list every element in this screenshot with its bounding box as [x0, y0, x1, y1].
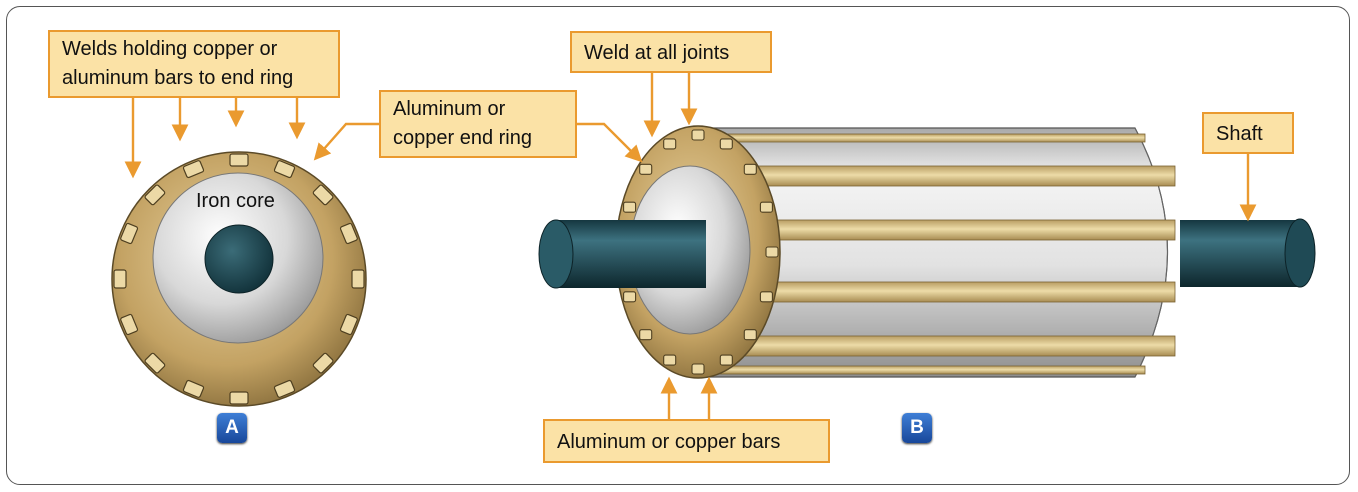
- end-view-a: [111, 151, 367, 407]
- rotor-bar: [719, 133, 1146, 143]
- weld-slot: [623, 291, 637, 303]
- weld-slot: [765, 246, 779, 258]
- callout-welds: Welds holding copper or aluminum bars to…: [48, 30, 340, 98]
- weld-slot: [182, 379, 205, 398]
- callout-shaft: Shaft: [1202, 112, 1294, 154]
- weld-slot: [144, 352, 166, 374]
- weld-slot: [663, 354, 677, 366]
- shaft-right-end: [1284, 218, 1316, 288]
- weld-slot: [113, 269, 127, 289]
- rotor-bar: [719, 335, 1176, 357]
- rotor-bars: [719, 133, 1176, 375]
- callout-weld-joints: Weld at all joints: [570, 31, 772, 73]
- weld-slot: [759, 291, 773, 303]
- bar-welds-b: [617, 129, 779, 375]
- bar-welds-a: [113, 153, 365, 405]
- weld-slot: [229, 391, 249, 405]
- callout-bars: Aluminum or copper bars: [543, 419, 830, 463]
- weld-slot: [120, 313, 139, 336]
- shaft-hole: [204, 224, 274, 294]
- weld-slot: [743, 329, 757, 341]
- badge-a: A: [217, 413, 247, 443]
- weld-slot: [623, 201, 637, 213]
- weld-slot: [339, 222, 358, 245]
- weld-slot: [144, 184, 166, 206]
- rotor-bar: [719, 165, 1176, 187]
- weld-slot: [312, 352, 334, 374]
- leader-lines: [124, 71, 1257, 420]
- weld-slot: [273, 379, 296, 398]
- iron-core-label: Iron core: [196, 190, 275, 212]
- weld-slot: [639, 329, 653, 341]
- rotor-bar: [719, 365, 1146, 375]
- weld-slot: [691, 363, 705, 375]
- weld-slot: [339, 313, 358, 336]
- callout-end-ring: Aluminum or copper end ring: [379, 90, 577, 158]
- shaft-right: [1180, 220, 1300, 287]
- weld-slot: [759, 201, 773, 213]
- weld-slot: [351, 269, 365, 289]
- weld-slot: [229, 153, 249, 167]
- figure-frame: [6, 6, 1350, 485]
- weld-slot: [182, 160, 205, 179]
- shaft-left-end: [538, 219, 574, 289]
- weld-slot: [273, 160, 296, 179]
- badge-b: B: [902, 413, 932, 443]
- rotor-bar: [719, 281, 1176, 303]
- weld-slot: [719, 354, 733, 366]
- callout-welds-line1: Welds holding copper or: [62, 38, 278, 60]
- weld-slot: [312, 184, 334, 206]
- callout-end-ring-line1: Aluminum or: [393, 98, 506, 120]
- callout-end-ring-line2: copper end ring: [393, 127, 532, 149]
- weld-slot: [719, 138, 733, 150]
- weld-slot: [639, 163, 653, 175]
- shaft-left: [556, 220, 706, 288]
- weld-slot: [691, 129, 705, 141]
- rotor-b: [538, 125, 1316, 379]
- rotor-bar: [719, 219, 1176, 241]
- weld-slot: [120, 222, 139, 245]
- callout-welds-line2: aluminum bars to end ring: [62, 67, 294, 89]
- weld-slot: [663, 138, 677, 150]
- weld-slot: [743, 163, 757, 175]
